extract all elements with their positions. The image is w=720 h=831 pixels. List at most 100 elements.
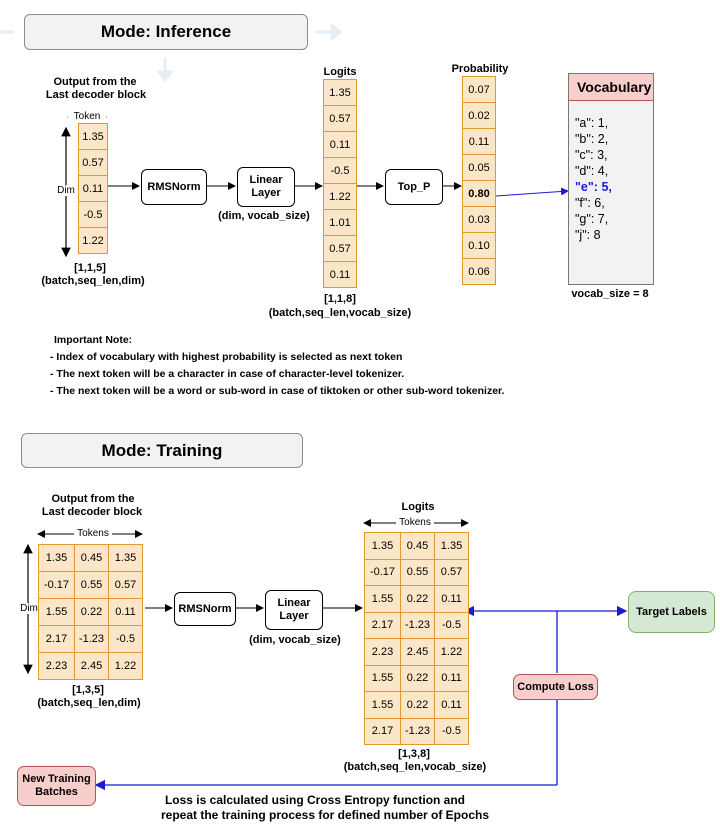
vocabulary-entry: "g": 7, <box>575 212 609 226</box>
matrix-cell: -0.5 <box>434 611 469 639</box>
training-linear-layer-box: Linear Layer <box>265 590 323 630</box>
new-batches-line1: New Training <box>22 773 91 785</box>
vocabulary-entry: "j": 8 <box>575 228 601 242</box>
important-note-title: Important Note: <box>54 334 133 346</box>
inference-logits-shape-desc: (batch,seq_len,vocab_size) <box>268 307 412 319</box>
matrix-cell: 0.57 <box>108 571 143 599</box>
matrix-cell: 1.55 <box>364 585 401 613</box>
vector-cell: 0.57 <box>78 149 108 176</box>
matrix-cell: 0.11 <box>434 664 469 692</box>
vector-cell: 1.22 <box>78 227 108 254</box>
matrix-cell: 1.35 <box>364 532 401 560</box>
matrix-cell: 0.22 <box>74 598 109 626</box>
matrix-cell: 1.55 <box>364 664 401 692</box>
vector-cell: -0.5 <box>323 157 357 184</box>
training-tokens-label: Tokens <box>74 528 112 539</box>
inference-token-label: Token <box>68 111 106 122</box>
training-logits-shape-desc: (batch,seq_len,vocab_size) <box>343 761 487 773</box>
vector-cell: 0.80 <box>462 180 496 207</box>
matrix-cell: 1.55 <box>364 691 401 719</box>
important-note-line: - Index of vocabulary with highest proba… <box>50 351 403 363</box>
vector-cell: 0.10 <box>462 232 496 259</box>
matrix-cell: 0.11 <box>108 598 143 626</box>
matrix-cell: -0.17 <box>38 571 75 599</box>
training-input-shape: [1,3,5] <box>72 684 104 696</box>
matrix-cell: 1.35 <box>434 532 469 560</box>
matrix-cell: 0.11 <box>434 691 469 719</box>
vector-cell: 0.11 <box>78 175 108 202</box>
training-rmsnorm-box: RMSNorm <box>174 592 236 626</box>
matrix-cell: -1.23 <box>400 717 435 745</box>
matrix-cell: 1.22 <box>108 652 143 680</box>
decorative-arrows <box>0 23 343 83</box>
training-linear-label-line2: Layer <box>279 610 309 622</box>
training-logits-tokens-label: Tokens <box>396 517 434 528</box>
matrix-cell: 0.45 <box>400 532 435 560</box>
vocabulary-entry: "f": 6, <box>575 196 605 210</box>
training-logits-title: Logits <box>401 501 435 513</box>
training-input-shape-desc: (batch,seq_len,dim) <box>37 697 141 709</box>
inference-input-caption-line1: Output from the <box>53 76 137 88</box>
vector-cell: 1.35 <box>78 123 108 150</box>
vocabulary-entry: "a": 1, <box>575 116 609 130</box>
training-linear-label-line1: Linear <box>277 597 311 609</box>
training-linear-caption: (dim, vocab_size) <box>249 634 341 646</box>
matrix-cell: -1.23 <box>400 611 435 639</box>
matrix-cell: -0.5 <box>108 625 143 653</box>
matrix-cell: 2.45 <box>400 638 435 666</box>
training-mode-title: Mode: Training <box>21 433 303 468</box>
matrix-cell: -0.17 <box>364 558 401 586</box>
loss-note-line2: repeat the training process for defined … <box>160 808 490 822</box>
inference-logits-title: Logits <box>323 66 357 78</box>
loss-note-line1: Loss is calculated using Cross Entropy f… <box>164 793 466 807</box>
vector-cell: 0.02 <box>462 102 496 129</box>
important-note-line: - The next token will be a word or sub-w… <box>50 385 505 397</box>
matrix-cell: 1.35 <box>108 544 143 572</box>
inference-mode-title: Mode: Inference <box>24 14 308 50</box>
matrix-cell: 2.23 <box>364 638 401 666</box>
training-input-caption-line1: Output from the <box>51 493 135 505</box>
vector-cell: 0.11 <box>323 131 357 158</box>
vector-cell: 0.05 <box>462 154 496 181</box>
vector-cell: 1.35 <box>323 79 357 106</box>
vector-cell: 1.01 <box>323 209 357 236</box>
inference-linear-caption: (dim, vocab_size) <box>218 210 310 222</box>
matrix-cell: 1.35 <box>38 544 75 572</box>
inference-probability-title: Probability <box>451 63 509 75</box>
matrix-cell: 2.23 <box>38 652 75 680</box>
training-logits-shape: [1,3,8] <box>398 748 430 760</box>
matrix-cell: 0.55 <box>74 571 109 599</box>
vector-cell: 0.03 <box>462 206 496 233</box>
matrix-cell: 2.17 <box>364 717 401 745</box>
matrix-cell: -1.23 <box>74 625 109 653</box>
inference-dim-label: Dim <box>51 185 81 196</box>
matrix-cell: 0.57 <box>434 558 469 586</box>
vocabulary-entry: "d": 4, <box>575 164 609 178</box>
vector-cell: 1.22 <box>323 183 357 210</box>
linear-layer-label-line1: Linear <box>249 174 283 186</box>
vector-cell: 0.11 <box>323 261 357 288</box>
new-training-batches-box: New Training Batches <box>17 766 96 806</box>
compute-loss-box: Compute Loss <box>513 674 598 700</box>
matrix-cell: 2.45 <box>74 652 109 680</box>
matrix-cell: 0.45 <box>74 544 109 572</box>
matrix-cell: 1.22 <box>434 638 469 666</box>
vocabulary-title: Vocabulary <box>569 74 653 101</box>
vector-cell: 0.57 <box>323 105 357 132</box>
important-note-lines: - Index of vocabulary with highest proba… <box>50 349 504 400</box>
matrix-cell: 2.17 <box>364 611 401 639</box>
vector-cell: 0.06 <box>462 258 496 285</box>
inference-logits-shape: [1,1,8] <box>324 293 356 305</box>
matrix-cell: 2.17 <box>38 625 75 653</box>
inference-rmsnorm-box: RMSNorm <box>141 169 207 205</box>
inference-top-p-box: Top_P <box>385 169 443 205</box>
matrix-cell: -0.5 <box>434 717 469 745</box>
matrix-cell: 0.22 <box>400 585 435 613</box>
inference-input-caption-line2: Last decoder block <box>45 89 147 101</box>
inference-input-shape-desc: (batch,seq_len,dim) <box>41 275 145 287</box>
